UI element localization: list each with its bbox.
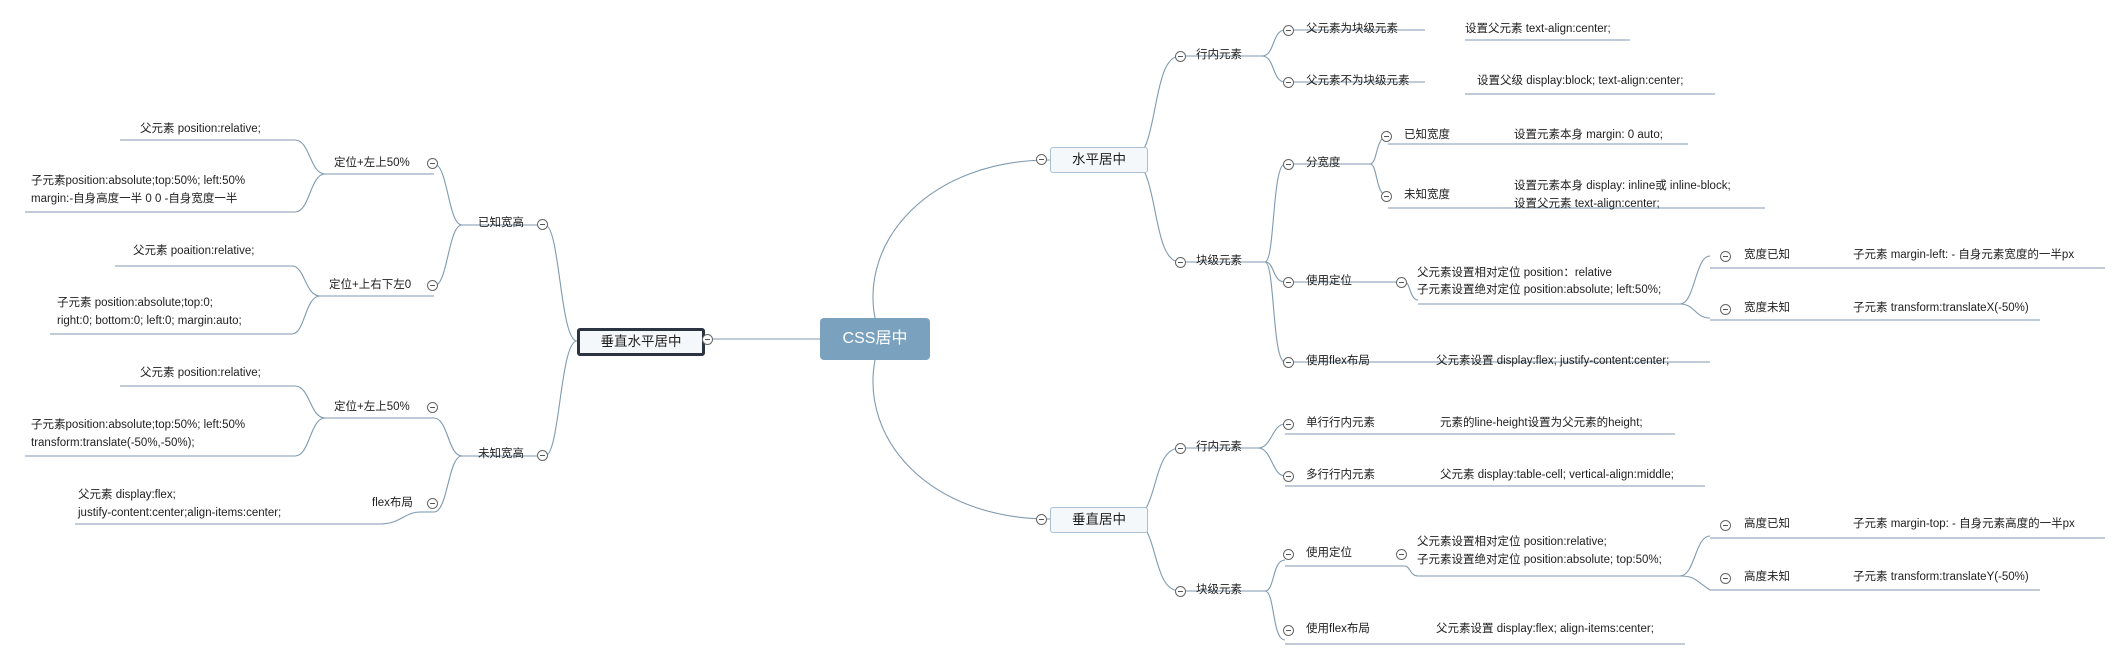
h-flex-text[interactable]: 父元素设置 display:flex; justify-content:cent… <box>1436 355 1670 367</box>
collapse-toggle-h-width-known[interactable] <box>1381 131 1392 142</box>
collapse-toggle-h-width[interactable] <box>1283 159 1294 170</box>
collapse-toggle-v-height-unknown[interactable] <box>1720 573 1731 584</box>
collapse-toggle-known-size[interactable] <box>537 219 548 230</box>
v-block-label[interactable]: 块级元素 <box>1196 584 1242 596</box>
known-trbl-child-line1[interactable]: 子元素 position:absolute;top:0; <box>57 297 213 309</box>
unknown-abs50-label[interactable]: 定位+左上50% <box>334 401 410 413</box>
known-trbl-child-line2[interactable]: right:0; bottom:0; left:0; margin:auto; <box>57 315 242 327</box>
root-node[interactable]: CSS居中 <box>820 318 930 360</box>
v-position-line2[interactable]: 子元素设置绝对定位 position:absolute; top:50%; <box>1417 554 1662 566</box>
collapse-toggle-h-block[interactable] <box>1175 257 1186 268</box>
main-node-center-both[interactable]: 垂直水平居中 <box>577 328 705 356</box>
collapse-toggle-v-multi[interactable] <box>1283 471 1294 482</box>
h-block-label[interactable]: 块级元素 <box>1196 255 1242 267</box>
unknown-abs50-child-line2[interactable]: transform:translate(-50%,-50%); <box>31 437 195 449</box>
collapse-toggle-unknown-abs50[interactable] <box>427 402 438 413</box>
h-width-unknown-line1[interactable]: 设置元素本身 display: inline或 inline-block; <box>1514 180 1731 192</box>
collapse-toggle-h-position-detail[interactable] <box>1396 277 1407 288</box>
v-position-label[interactable]: 使用定位 <box>1306 547 1352 559</box>
main-node-vertical[interactable]: 垂直居中 <box>1050 507 1148 533</box>
collapse-toggle-unknown-flex[interactable] <box>427 498 438 509</box>
v-position-unknown-label[interactable]: 高度未知 <box>1744 571 1790 583</box>
unknown-flex-line1[interactable]: 父元素 display:flex; <box>78 489 176 501</box>
h-position-unknown-text[interactable]: 子元素 transform:translateX(-50%) <box>1853 302 2029 314</box>
v-position-known-label[interactable]: 高度已知 <box>1744 518 1790 530</box>
h-width-known-text[interactable]: 设置元素本身 margin: 0 auto; <box>1514 129 1663 141</box>
h-inline-block-parent-label[interactable]: 父元素为块级元素 <box>1306 23 1398 35</box>
collapse-toggle-v-height-known[interactable] <box>1720 520 1731 531</box>
known-trbl-label[interactable]: 定位+上右下左0 <box>329 279 412 291</box>
known-abs50-label[interactable]: 定位+左上50% <box>334 157 410 169</box>
h-inline-block-parent-text[interactable]: 设置父元素 text-align:center; <box>1465 23 1611 35</box>
v-flex-text[interactable]: 父元素设置 display:flex; align-items:center; <box>1436 623 1654 635</box>
h-width-label[interactable]: 分宽度 <box>1306 157 1341 169</box>
h-inline-nonblock-parent-text[interactable]: 设置父级 display:block; text-align:center; <box>1477 75 1684 87</box>
collapse-toggle-v-position[interactable] <box>1283 549 1294 560</box>
collapse-toggle-v-inline[interactable] <box>1175 443 1186 454</box>
unknown-abs50-child-line1[interactable]: 子元素position:absolute;top:50%; left:50% <box>31 419 246 431</box>
v-multi-label[interactable]: 多行行内元素 <box>1306 469 1375 481</box>
collapse-toggle-v-block[interactable] <box>1175 586 1186 597</box>
collapse-toggle-v-position-detail[interactable] <box>1396 549 1407 560</box>
collapse-toggle-h-flex[interactable] <box>1283 357 1294 368</box>
collapse-toggle-known-trbl[interactable] <box>427 280 438 291</box>
h-inline-nonblock-parent-label[interactable]: 父元素不为块级元素 <box>1306 75 1410 87</box>
known-abs50-parent[interactable]: 父元素 position:relative; <box>140 123 261 135</box>
unknown-size-label[interactable]: 未知宽高 <box>478 448 524 460</box>
h-width-unknown-label[interactable]: 未知宽度 <box>1404 189 1450 201</box>
known-trbl-parent[interactable]: 父元素 poaition:relative; <box>133 245 255 257</box>
collapse-toggle-h-position[interactable] <box>1283 277 1294 288</box>
collapse-toggle-unknown-size[interactable] <box>537 450 548 461</box>
v-single-text[interactable]: 元素的line-height设置为父元素的height; <box>1440 417 1643 429</box>
collapse-toggle-vertical[interactable] <box>1036 514 1047 525</box>
unknown-flex-line2[interactable]: justify-content:center;align-items:cente… <box>78 507 282 519</box>
h-flex-label[interactable]: 使用flex布局 <box>1306 355 1370 367</box>
collapse-toggle-v-single[interactable] <box>1283 419 1294 430</box>
known-abs50-child-line2[interactable]: margin:-自身高度一半 0 0 -自身宽度一半 <box>31 193 238 205</box>
v-single-label[interactable]: 单行行内元素 <box>1306 417 1375 429</box>
h-position-line1[interactable]: 父元素设置相对定位 position：relative <box>1417 267 1612 279</box>
v-position-unknown-text[interactable]: 子元素 transform:translateY(-50%) <box>1853 571 2029 583</box>
v-multi-text[interactable]: 父元素 display:table-cell; vertical-align:m… <box>1440 469 1674 481</box>
h-width-known-label[interactable]: 已知宽度 <box>1404 129 1450 141</box>
main-node-horizontal[interactable]: 水平居中 <box>1050 147 1148 173</box>
collapse-toggle-h-inline[interactable] <box>1175 51 1186 62</box>
v-position-known-text[interactable]: 子元素 margin-top: - 自身元素高度的一半px <box>1853 518 2075 530</box>
h-position-known-label[interactable]: 宽度已知 <box>1744 249 1790 261</box>
collapse-toggle-v-flex[interactable] <box>1283 625 1294 636</box>
h-position-unknown-label[interactable]: 宽度未知 <box>1744 302 1790 314</box>
collapse-toggle-h-width-known-pos[interactable] <box>1720 251 1731 262</box>
collapse-toggle-left-main[interactable] <box>702 334 713 345</box>
collapse-toggle-h-width-unknown[interactable] <box>1381 191 1392 202</box>
h-position-label[interactable]: 使用定位 <box>1306 275 1352 287</box>
v-flex-label[interactable]: 使用flex布局 <box>1306 623 1370 635</box>
h-position-line2[interactable]: 子元素设置绝对定位 position:absolute; left:50%; <box>1417 284 1662 296</box>
collapse-toggle-known-abs50[interactable] <box>427 158 438 169</box>
h-width-unknown-line2[interactable]: 设置父元素 text-align:center; <box>1514 198 1660 210</box>
collapse-toggle-horizontal[interactable] <box>1036 154 1047 165</box>
v-position-line1[interactable]: 父元素设置相对定位 position:relative; <box>1417 536 1607 548</box>
collapse-toggle-h-inline-nonblock[interactable] <box>1283 77 1294 88</box>
known-abs50-child-line1[interactable]: 子元素position:absolute;top:50%; left:50% <box>31 175 246 187</box>
h-position-known-text[interactable]: 子元素 margin-left: - 自身元素宽度的一半px <box>1853 249 2075 261</box>
h-inline-label[interactable]: 行内元素 <box>1196 49 1242 61</box>
collapse-toggle-h-inline-block[interactable] <box>1283 25 1294 36</box>
known-size-label[interactable]: 已知宽高 <box>478 217 524 229</box>
v-inline-label[interactable]: 行内元素 <box>1196 441 1242 453</box>
unknown-abs50-parent[interactable]: 父元素 position:relative; <box>140 367 261 379</box>
collapse-toggle-h-width-unknown-pos[interactable] <box>1720 304 1731 315</box>
unknown-flex-label[interactable]: flex布局 <box>372 497 413 509</box>
